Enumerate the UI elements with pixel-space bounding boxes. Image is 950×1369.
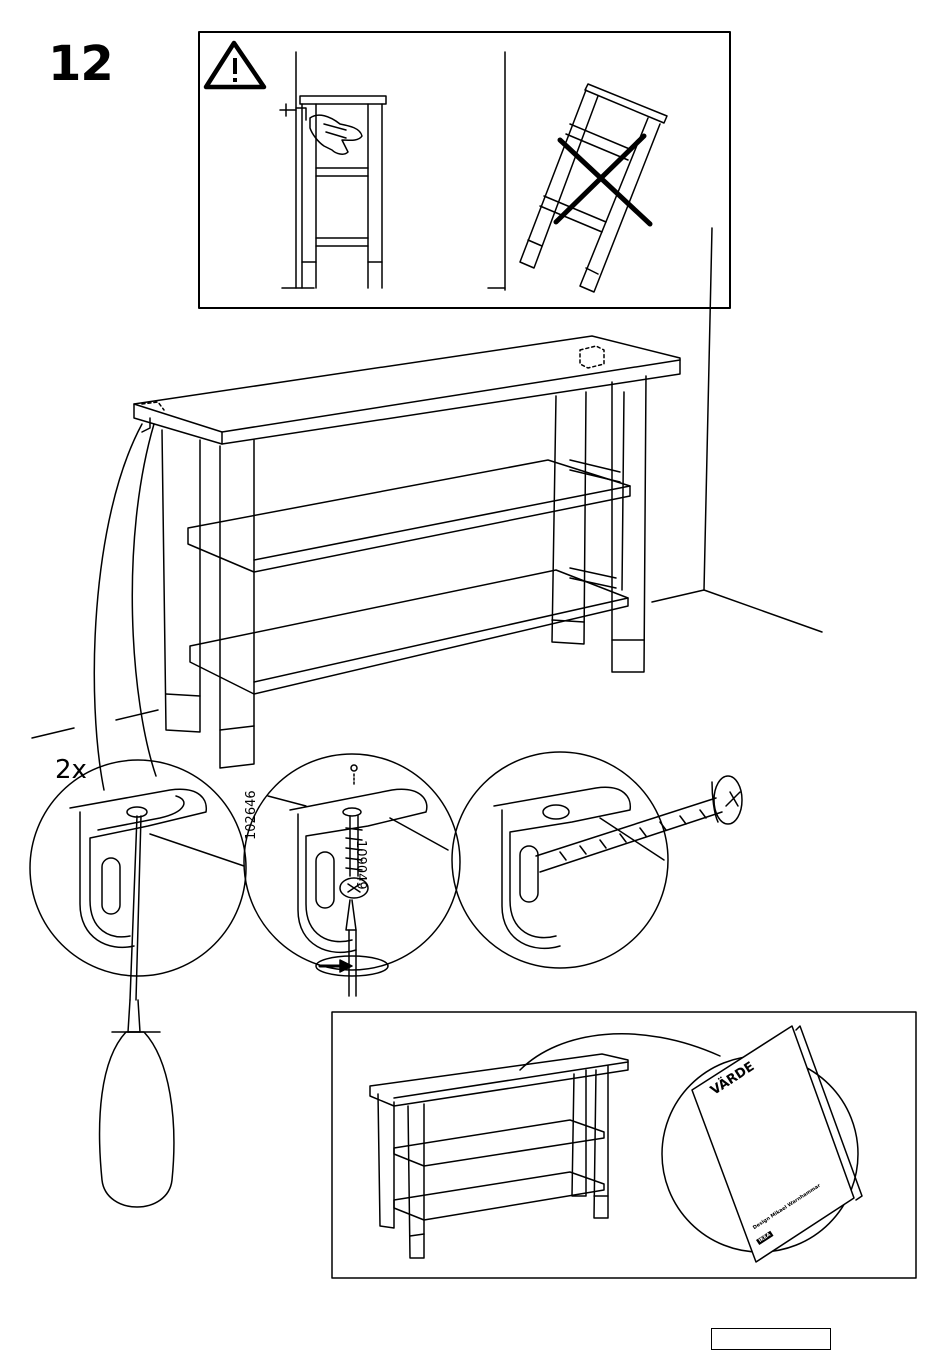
quantity-label: 2x [55, 755, 87, 785]
page-footer-box [711, 1328, 831, 1350]
warning-triangle-icon [206, 43, 264, 87]
part-number-a: 102646 [244, 790, 259, 840]
detail-callouts [30, 424, 742, 1207]
rotate-arrow-icon [316, 900, 388, 996]
table-tipping-incorrect [488, 84, 667, 292]
finished-panel [332, 1012, 916, 1278]
bracket-detail-1 [70, 789, 244, 947]
screwdriver-icon [100, 816, 174, 1207]
table-side-view-correct [280, 52, 386, 288]
screw-icon [536, 776, 742, 872]
bracket-detail-3 [494, 787, 664, 948]
part-number-b: 109049 [353, 840, 368, 890]
assembly-booklet [692, 1026, 862, 1262]
warning-panel [199, 32, 730, 308]
